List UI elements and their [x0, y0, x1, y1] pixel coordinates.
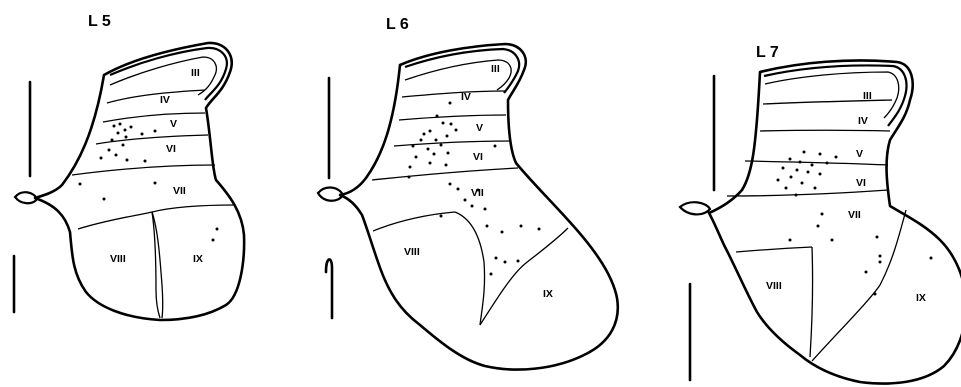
lamina-boundary-III [765, 72, 899, 118]
lamina-boundary-VI [394, 141, 510, 146]
lamina-boundary-IX [480, 228, 568, 325]
label-V: V [170, 118, 177, 130]
label-IV: IV [160, 94, 170, 106]
lamina-boundary-VIII-IX [455, 212, 485, 325]
section-title-l7: L 7 [756, 44, 779, 61]
lamina-boundary-IV [107, 90, 205, 103]
label-VIII: VIII [110, 253, 126, 265]
grey-matter-outline [35, 43, 244, 320]
labelled-neurons-l7 [777, 151, 933, 296]
lamina-boundary-IV [402, 91, 505, 97]
lamina-boundary-VII [372, 168, 518, 180]
lamina-boundary-V [760, 130, 890, 131]
grey-matter-outline [340, 44, 618, 370]
section-title-l5: L 5 [88, 13, 111, 30]
lamina-boundary-V [103, 113, 205, 122]
lamina-boundary-IX [812, 210, 906, 361]
label-V: V [856, 148, 863, 160]
label-VII: VII [848, 209, 861, 221]
lamina-boundary-VII [727, 190, 888, 196]
lamina-boundary-VI [745, 161, 888, 165]
midline-ventral [326, 259, 332, 318]
label-VIII: VIII [404, 246, 420, 258]
label-IV: IV [858, 115, 868, 127]
section-l7: L 7 III IV V VI VII VIII IX [680, 44, 961, 384]
section-l5: L 5 III IV V VI VII VIII IX [14, 13, 244, 320]
label-IV: IV [461, 91, 471, 103]
label-VII: VII [173, 185, 186, 197]
central-canal [15, 192, 37, 203]
label-VI: VI [166, 143, 176, 155]
label-III: III [491, 63, 500, 75]
lamina-boundary-VIII-IX [810, 247, 813, 357]
label-III: III [863, 90, 872, 102]
label-IX: IX [193, 253, 203, 265]
lamina-boundary-VIII [736, 247, 812, 252]
lamina-boundary-VIII [373, 212, 455, 231]
label-III: III [191, 67, 200, 79]
label-VI: VI [473, 151, 483, 163]
lamina-boundary-IV [763, 100, 892, 104]
label-VI: VI [856, 177, 866, 189]
lamina-boundary-VII [72, 165, 215, 175]
lamina-boundary-ventral [78, 205, 235, 229]
lamina-boundary-V [399, 115, 506, 120]
label-IX: IX [543, 288, 553, 300]
label-VIII: VIII [766, 280, 782, 292]
section-l6: L 6 III IV V VI VII VIII IX [318, 16, 618, 370]
central-canal [680, 202, 710, 214]
label-IX: IX [916, 292, 926, 304]
label-V: V [476, 122, 483, 134]
section-title-l6: L 6 [386, 16, 409, 33]
lamina-boundary-III [110, 57, 216, 95]
